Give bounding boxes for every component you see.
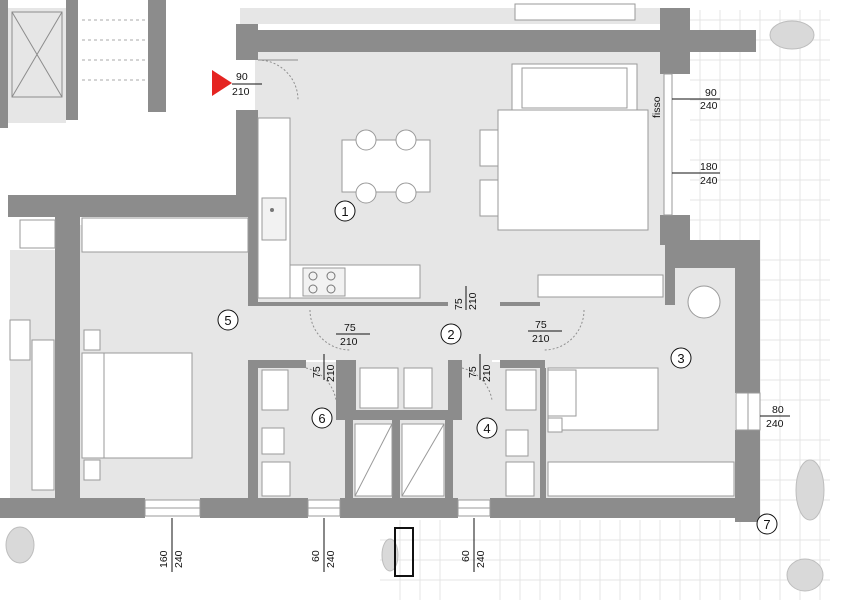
dim-room3-door: 75 210 <box>528 319 562 345</box>
dim-bath4-door-height: 210 <box>481 364 493 382</box>
bathroom-6-fixtures <box>261 369 291 497</box>
door-swings <box>257 59 585 401</box>
dim-room5-window: 160 240 <box>158 518 185 572</box>
room-3-label: 3 <box>677 351 684 366</box>
dim-bath4-door: 75 210 <box>467 354 493 382</box>
wardrobe-3 <box>547 461 735 497</box>
dim-bath6-door: 75 210 <box>311 354 337 382</box>
room-labels: 1 2 3 4 5 6 7 <box>217 200 778 535</box>
dim-room5-window-width: 160 <box>158 550 170 568</box>
dim-kitchen-door-width: 75 <box>453 298 465 310</box>
dim-living-top-height: 240 <box>700 100 718 112</box>
elevator-shaft <box>11 11 63 98</box>
wardrobe <box>81 217 249 253</box>
room-5-label: 5 <box>224 313 231 328</box>
dim-living-top: 90 240 fisso <box>651 87 720 118</box>
kitchen <box>257 117 421 299</box>
dining-table <box>341 129 431 204</box>
dim-bath4-window: 60 240 <box>460 518 487 572</box>
dim-bath4-window-height: 240 <box>475 550 487 568</box>
room-2-label: 2 <box>447 327 454 342</box>
dim-room5-door: 75 210 <box>336 322 370 348</box>
dim-bath4-window-width: 60 <box>460 550 472 562</box>
dim-kitchen-door: 75 210 <box>453 286 479 310</box>
stair-shaft <box>8 8 66 123</box>
stove-icon <box>302 267 346 297</box>
single-bed <box>547 367 659 433</box>
terrace-grid-bottom <box>380 520 760 600</box>
planter <box>394 527 414 577</box>
dim-bath6-door-width: 75 <box>311 366 323 378</box>
sink-icon <box>261 197 287 241</box>
dim-room3-door-width: 75 <box>535 319 547 331</box>
dim-room5-door-width: 75 <box>344 322 356 334</box>
dim-room3-window: 80 240 <box>760 404 790 430</box>
tv-cabinet <box>537 274 664 298</box>
dim-room3-door-height: 210 <box>532 333 550 345</box>
bathroom-4-fixtures <box>505 369 537 497</box>
double-bed <box>81 329 193 481</box>
dim-bath4-door-width: 75 <box>467 366 479 378</box>
dim-room3-window-height: 240 <box>766 418 784 430</box>
dim-room5-door-height: 210 <box>340 336 358 348</box>
dim-entrance-width: 90 <box>236 71 248 83</box>
room-6-label: 6 <box>318 411 325 426</box>
sofa <box>479 63 649 231</box>
stairs <box>82 19 145 81</box>
dim-bath6-door-height: 210 <box>325 364 337 382</box>
chair-icon <box>687 285 721 319</box>
neighbor-unit <box>9 219 56 491</box>
upper-unit-furniture <box>514 3 636 21</box>
entrance-arrow-icon <box>212 70 232 96</box>
terrace-grid-right <box>690 10 830 600</box>
dim-living-right-width: 180 <box>700 161 718 173</box>
dim-bath6-window-height: 240 <box>325 550 337 568</box>
dim-entrance: 90 210 <box>232 71 262 98</box>
dim-entrance-height: 210 <box>232 86 250 98</box>
dim-kitchen-door-height: 210 <box>467 292 479 310</box>
dim-living-top-width: 90 <box>705 87 717 99</box>
dim-room3-window-width: 80 <box>772 404 784 416</box>
room-1-label: 1 <box>341 204 348 219</box>
walls <box>0 0 760 522</box>
dim-bath6-window-width: 60 <box>310 550 322 562</box>
room-7-label: 7 <box>763 517 770 532</box>
dim-living-right: 180 240 <box>672 161 720 187</box>
dim-bath6-window: 60 240 <box>310 518 337 572</box>
laundry-fixtures <box>354 367 445 497</box>
fixed-window-label: fisso <box>651 96 663 118</box>
plant-icon <box>5 20 825 592</box>
dim-room5-window-height: 240 <box>173 550 185 568</box>
dim-living-right-height: 240 <box>700 175 718 187</box>
room-4-label: 4 <box>483 421 490 436</box>
window-lines <box>145 393 749 509</box>
